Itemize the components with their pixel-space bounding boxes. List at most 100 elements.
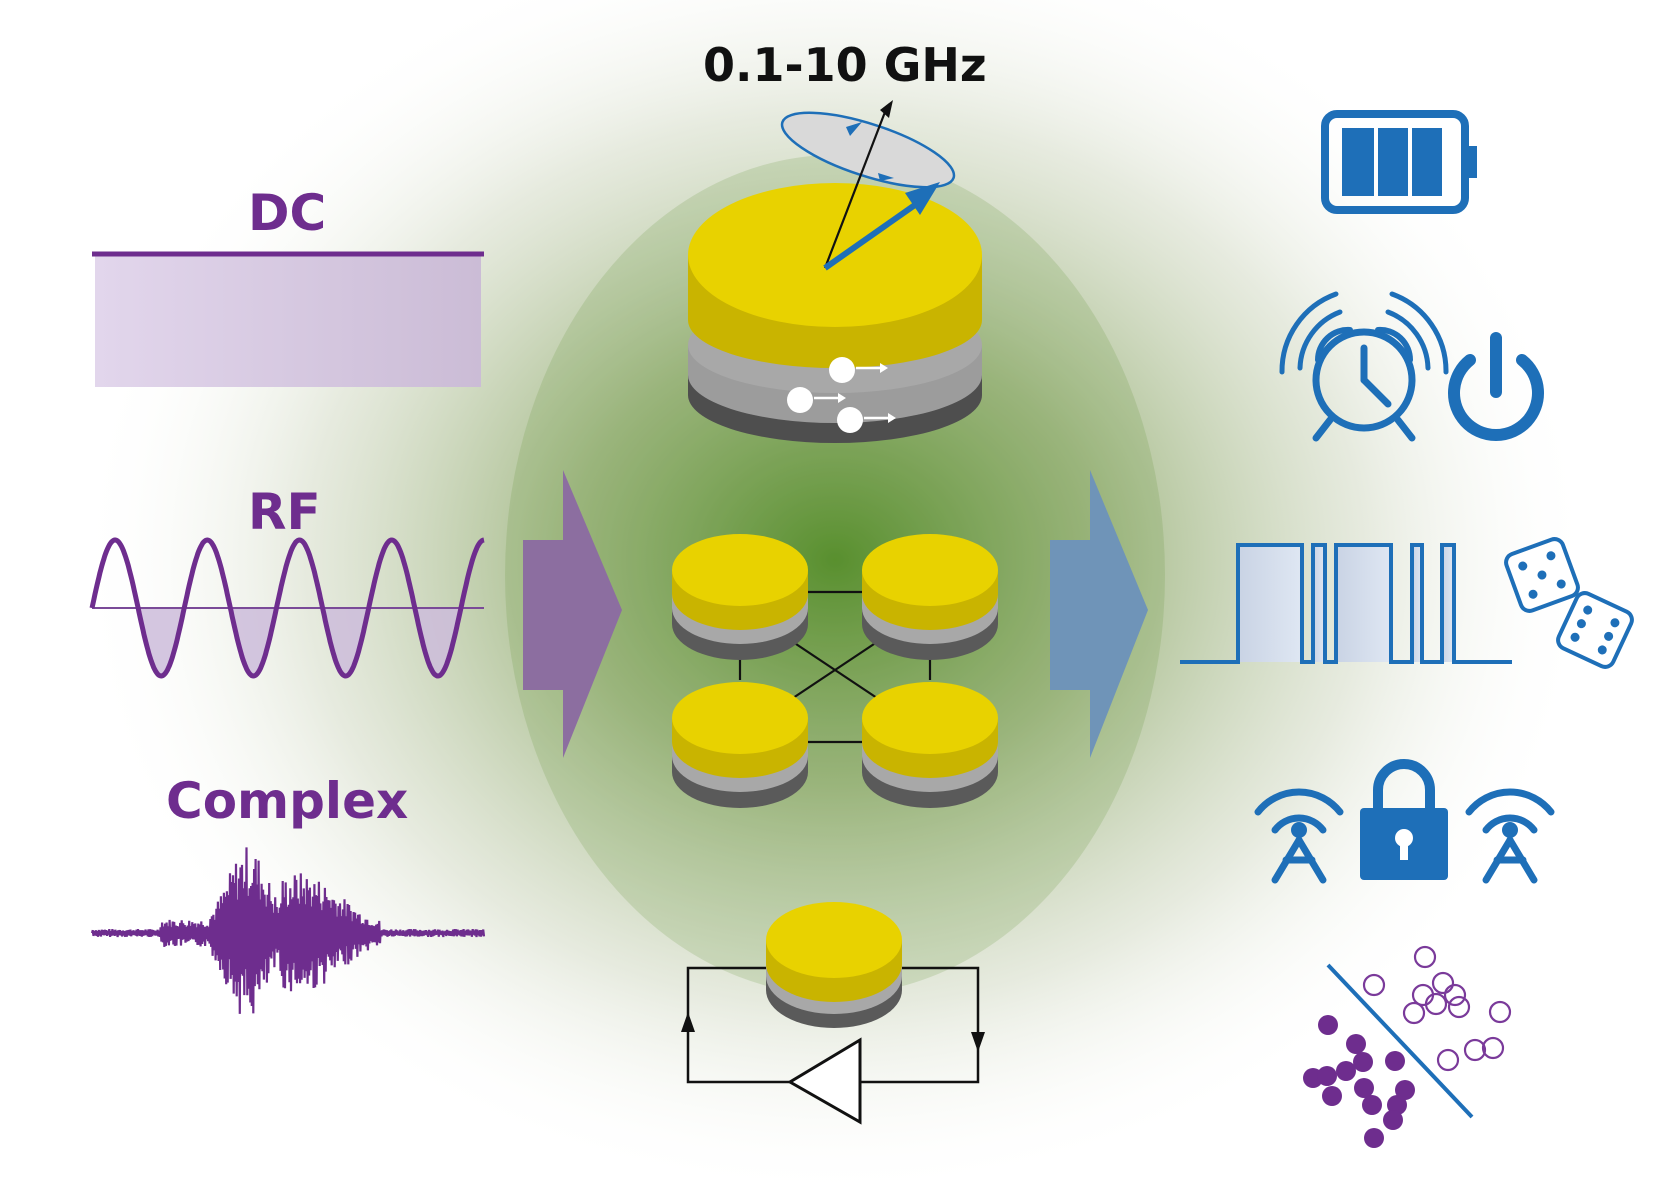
orbit-arrowhead-1 [846,122,862,136]
complex-signal [90,847,486,1014]
orbit-arrowhead-2 [878,173,894,181]
clock-wave-left-2 [1279,291,1339,375]
class-a-points [1303,1015,1415,1148]
rf-signal [89,537,485,679]
power-icon [1448,332,1544,441]
magnetization-vector [823,197,924,271]
class-a-point [1322,1086,1342,1106]
class-a-point [1385,1051,1405,1071]
rf-label: RF [248,483,321,541]
precession-axis-head [880,100,893,118]
network-oscillator-bottom-left [672,682,808,808]
clock-leg-left [1312,416,1334,442]
feedback-oscillator [766,902,902,1028]
electron-1-arrowhead [880,363,888,373]
class-b-point [1431,971,1455,995]
electron-3 [837,407,863,433]
dc-signal [92,251,484,387]
padlock-shackle [1373,759,1435,810]
battery-cell-3 [1412,128,1442,196]
class-b-point [1436,1048,1460,1072]
coupled-oscillator-network [672,534,998,808]
padlock-icon [1360,759,1448,880]
magnetization-vector-head [905,182,940,215]
electron-2-arrowhead [838,393,846,403]
feedback-arrow-up [681,1012,695,1032]
clock-bell-left [1314,326,1353,363]
antenna-left [1254,788,1344,884]
antenna-left-node [1291,822,1307,838]
class-b-point [1443,983,1467,1007]
network-oscillator-top-right [862,534,998,660]
power-ring [1448,354,1544,441]
dc-label: DC [248,184,327,242]
die-1-pips [1518,551,1566,599]
input-arrow [523,470,622,758]
clock-leg-right [1394,416,1416,442]
die-2-body [1556,591,1634,669]
classification-icon [1303,945,1512,1148]
pulse-fill-2 [1313,545,1325,662]
electron-group [787,357,896,433]
die-1-pip [1537,570,1547,580]
amplifier-symbol [787,1037,862,1125]
oscillator-feedback-loop [681,902,985,1125]
die-2-pip [1610,618,1620,628]
dc-area [95,255,481,387]
feedback-arrow-down [971,1032,985,1052]
network-oscillator-top-left-free-layer [672,534,808,606]
class-a-point [1362,1095,1382,1115]
network-oscillator-bottom-right [862,682,998,808]
clock-bell-right [1375,326,1414,363]
die-2-pips [1570,605,1620,655]
background-glow-core [505,155,1165,995]
class-a-point [1317,1066,1337,1086]
class-a-point [1336,1061,1356,1081]
rf-wave [89,537,485,679]
class-b-point [1413,945,1437,969]
class-b-point [1447,995,1471,1019]
die-2-pip [1604,631,1614,641]
die-2-pip [1597,645,1607,655]
class-b-point [1424,992,1448,1016]
pulse-fill-1 [1238,545,1302,662]
die-1 [1504,537,1580,613]
die-2 [1556,591,1634,669]
pulse-fill-3 [1336,545,1391,662]
clock-wave-right-1 [1385,309,1431,371]
antenna-right-wave-1 [1482,814,1538,834]
class-b-points [1362,945,1512,1072]
battery-icon [1321,110,1477,214]
alarm-clock-icon [1279,291,1449,442]
network-oscillator-bottom-right-free-layer [862,682,998,754]
die-2-pip [1576,619,1586,629]
class-b-point [1463,1038,1487,1062]
clock-wave-right-2 [1389,291,1449,375]
battery-terminal [1465,146,1477,178]
class-a-point [1318,1015,1338,1035]
class-b-point [1488,1000,1512,1024]
complex-label: Complex [166,772,409,830]
link-diag-2 [789,639,881,701]
pulse-fill-4 [1412,545,1422,662]
network-oscillator-top-right-free-layer [862,534,998,606]
padlock-keyhole-slot [1400,838,1408,860]
frequency-label: 0.1-10 GHz [703,38,987,92]
die-1-pip [1518,561,1528,571]
clock-hand-minute [1360,376,1392,408]
pulse-line [1180,543,1512,664]
antenna-right [1465,788,1555,884]
network-oscillators [672,534,998,808]
class-a-point [1383,1110,1403,1130]
die-1-pip [1546,551,1556,561]
precession-axis [823,111,887,269]
pulse-fills [1238,545,1454,662]
pulse-fill-5 [1442,545,1454,662]
clock-face [1312,328,1416,432]
complex-wave [90,847,486,1014]
die-2-pip [1570,632,1580,642]
class-b-point [1481,1036,1505,1060]
random-pulse-train [1180,543,1512,664]
network-oscillator-bottom-left-free-layer [672,682,808,754]
